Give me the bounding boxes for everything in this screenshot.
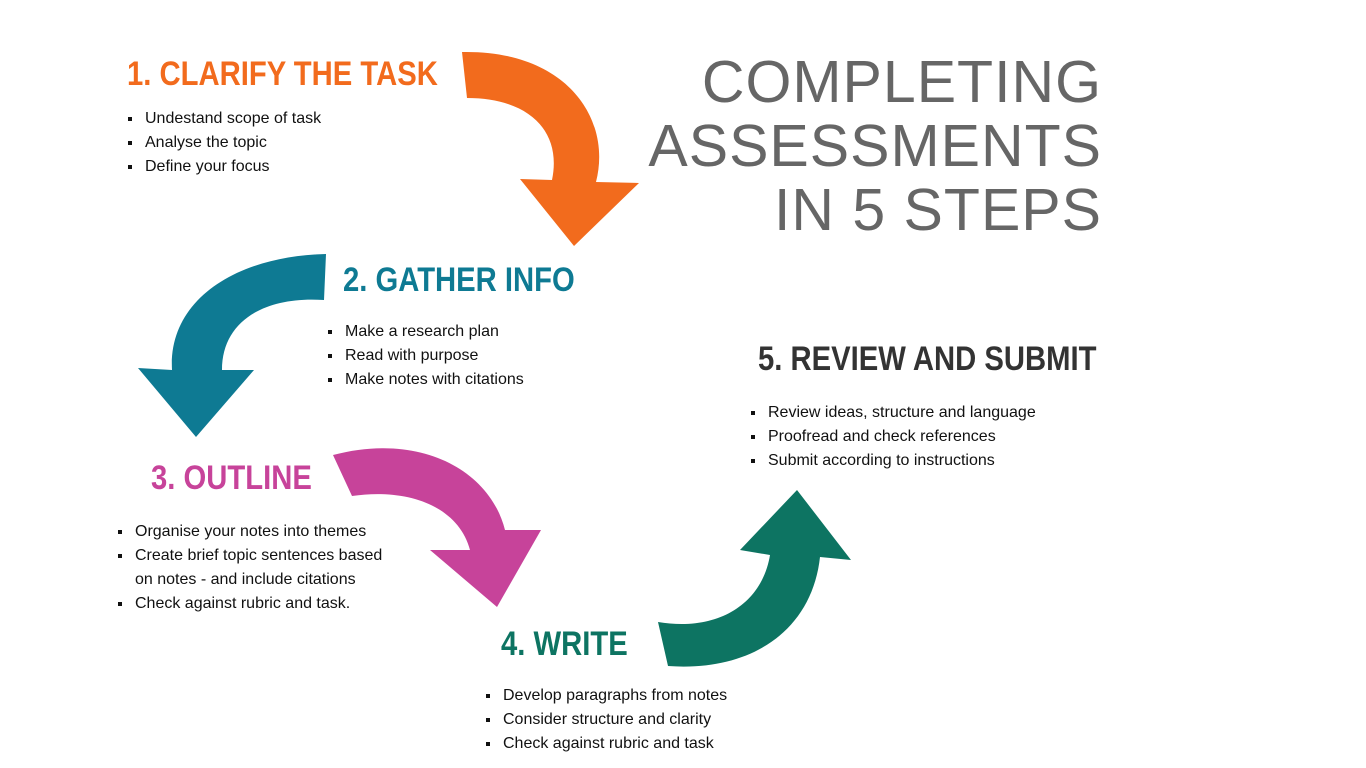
diagram-title: COMPLETING ASSESSMENTS IN 5 STEPS <box>648 50 1102 242</box>
list-item: Create brief topic sentences based <box>117 544 382 568</box>
list-item: Check against rubric and task <box>485 732 727 756</box>
orange-arrow-icon <box>462 51 639 246</box>
step-1-heading: 1. CLARIFY THE TASK <box>127 55 438 93</box>
list-item: Proofread and check references <box>750 425 1036 449</box>
list-item: Organise your notes into themes <box>117 520 382 544</box>
list-item: Submit according to instructions <box>750 449 1036 473</box>
title-line: COMPLETING <box>701 49 1102 115</box>
step-5-heading: 5. REVIEW AND SUBMIT <box>758 340 1097 378</box>
step-2-heading: 2. GATHER INFO <box>343 261 575 299</box>
list-item: Consider structure and clarity <box>485 708 727 732</box>
list-item: Undestand scope of task <box>127 107 321 131</box>
title-line: ASSESSMENTS <box>648 113 1102 179</box>
step-1-bullets: Undestand scope of task Analyse the topi… <box>127 107 321 179</box>
magenta-arrow-icon <box>333 448 541 607</box>
list-item: on notes - and include citations <box>135 571 356 588</box>
step-4-bullets: Develop paragraphs from notes Consider s… <box>485 684 727 756</box>
list-item: Check against rubric and task. <box>117 592 382 616</box>
list-item: Review ideas, structure and language <box>750 401 1036 425</box>
step-4-heading: 4. WRITE <box>501 625 628 663</box>
list-item: Make a research plan <box>327 320 524 344</box>
step-3-heading: 3. OUTLINE <box>151 459 312 497</box>
step-5-bullets: Review ideas, structure and language Pro… <box>750 401 1036 473</box>
list-item: Make notes with citations <box>327 368 524 392</box>
list-item: Analyse the topic <box>127 131 321 155</box>
green-arrow-icon <box>658 490 851 667</box>
list-item: Read with purpose <box>327 344 524 368</box>
step-3-bullets: Organise your notes into themes Create b… <box>117 520 382 616</box>
title-line: IN 5 STEPS <box>773 177 1102 243</box>
list-item: Develop paragraphs from notes <box>485 684 727 708</box>
list-item: Define your focus <box>127 155 321 179</box>
teal-arrow-icon <box>138 254 326 437</box>
step-2-bullets: Make a research plan Read with purpose M… <box>327 320 524 392</box>
